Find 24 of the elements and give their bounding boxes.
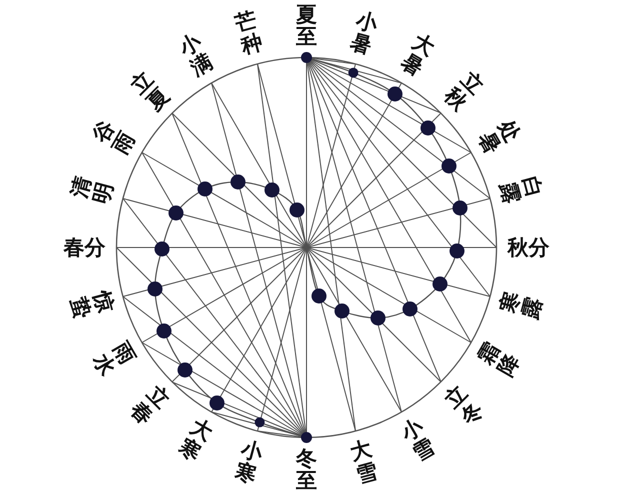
term-label: 春分	[64, 237, 106, 258]
term-label: 小雪	[396, 414, 438, 465]
term-label: 立春	[126, 380, 174, 428]
term-label: 冬至	[296, 446, 318, 492]
term-label: 立冬	[440, 380, 488, 428]
term-label: 谷雨	[89, 116, 140, 158]
term-label: 白露	[496, 174, 546, 206]
term-label: 惊蛰	[67, 288, 117, 322]
term-label: 大暑	[396, 30, 438, 80]
term-label: 立夏	[126, 66, 174, 114]
term-label: 小暑	[348, 8, 380, 58]
term-label: 芒种	[232, 8, 266, 58]
term-label: 霜降	[474, 338, 524, 380]
term-label: 清明	[67, 174, 117, 206]
term-label: 寒露	[496, 288, 546, 322]
term-label: 秋分	[508, 237, 550, 258]
term-label: 夏至	[296, 2, 318, 48]
term-label: 小寒	[232, 437, 266, 487]
term-label: 雨水	[89, 338, 140, 380]
term-label: 大寒	[174, 414, 216, 465]
term-label: 立秋	[440, 66, 488, 114]
term-label: 处暑	[474, 116, 524, 158]
term-label: 大雪	[348, 437, 380, 487]
term-label: 小满	[174, 30, 216, 80]
